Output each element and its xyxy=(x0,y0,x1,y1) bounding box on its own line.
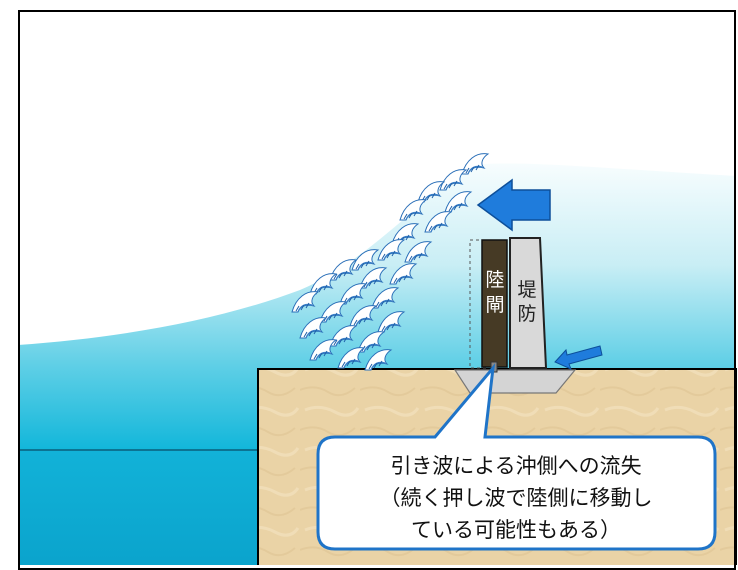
callout-line-2: （続く押し波で陸側に移動し xyxy=(380,486,653,510)
land-gate-label-1: 陸 xyxy=(485,269,504,291)
levee xyxy=(509,237,548,369)
callout-bubble xyxy=(316,363,717,551)
flow-arrow-small xyxy=(554,345,603,370)
levee-label-2: 防 xyxy=(517,303,536,325)
callout-line-3: ている可能性もある） xyxy=(411,518,621,542)
land-gate-label-2: 閘 xyxy=(485,294,504,316)
flow-arrow-large xyxy=(476,178,551,232)
deep-water xyxy=(18,450,258,570)
levee-label-1: 堤 xyxy=(517,279,536,301)
callout-line-1: 引き波による沖側への流失 xyxy=(390,454,641,478)
